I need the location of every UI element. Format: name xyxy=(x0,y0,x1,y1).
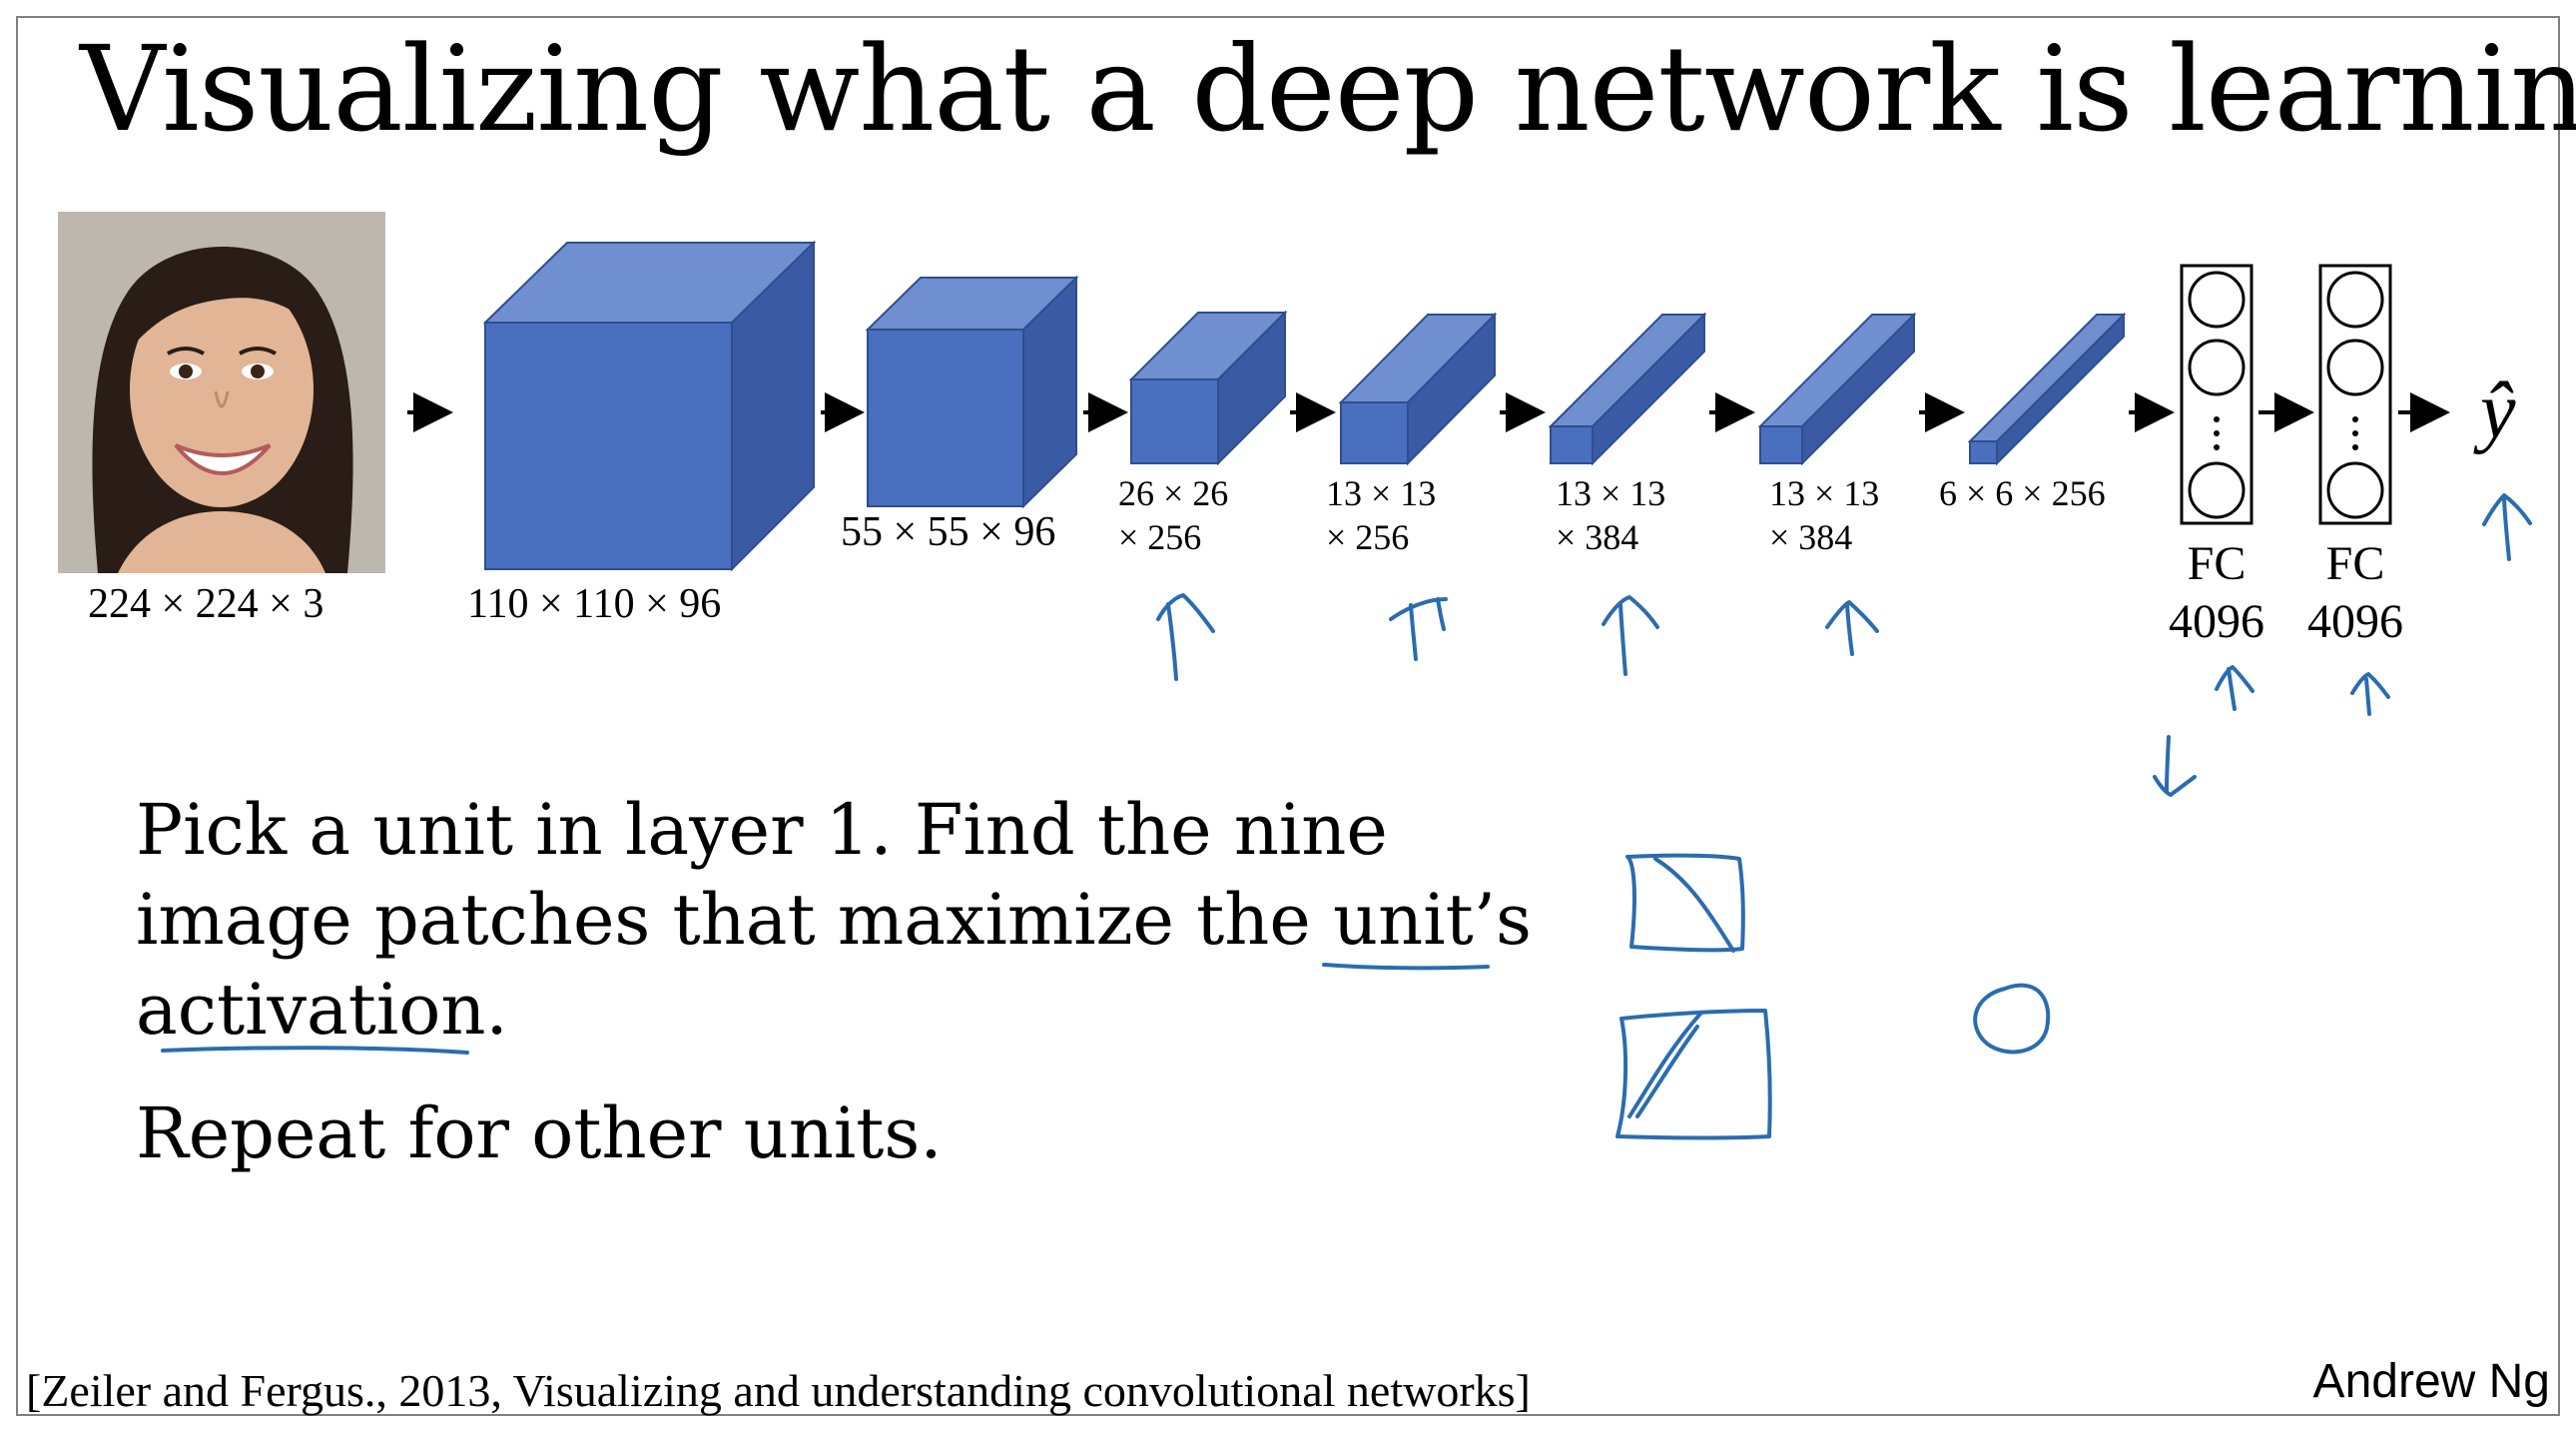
conv-volume-3 xyxy=(1128,310,1288,466)
layer-6-label-line2: × 384 xyxy=(1769,517,1853,557)
layer-3-label-line2: × 256 xyxy=(1118,517,1202,557)
conv-volume-4 xyxy=(1338,312,1498,466)
face-illustration xyxy=(58,212,385,573)
conv-volume-5 xyxy=(1548,312,1707,466)
conv-volume-1 xyxy=(482,240,817,572)
fc-1-type: FC xyxy=(2187,537,2247,590)
hand-arrow-up xyxy=(1389,597,1448,661)
fc-2-type: FC xyxy=(2325,537,2385,590)
slide-title: Visualizing what a deep network is learn… xyxy=(80,20,2576,158)
hand-arrow-up xyxy=(2350,672,2390,716)
conv-volume-6 xyxy=(1757,312,1917,466)
fc-layer-2 xyxy=(2318,264,2392,525)
layer-7-label: 6 × 6 × 256 xyxy=(1939,473,2106,513)
hand-arrow-up xyxy=(1825,600,1879,656)
hand-arrow-up xyxy=(2215,665,2254,711)
body-line-3: activation. xyxy=(136,969,508,1051)
output-y-hat: ŷ xyxy=(2480,367,2516,455)
conv-volume-7 xyxy=(1967,312,2127,466)
body-line-2: image patches that maximize the unit’s xyxy=(136,879,1532,961)
fc-1-size: 4096 xyxy=(2169,594,2264,648)
hand-arrow-up xyxy=(2482,493,2532,561)
conv-volume-2 xyxy=(865,275,1079,509)
handwritten-annotations xyxy=(161,493,2532,1140)
fc-2-label: FC 4096 xyxy=(2295,535,2415,650)
layer-4-label-line2: × 256 xyxy=(1326,517,1410,557)
layer-6-label-line1: 13 × 13 xyxy=(1769,473,1880,513)
layer-3-label-line1: 26 × 26 xyxy=(1118,473,1229,513)
hand-drawn-patch-box xyxy=(1615,1009,1772,1140)
hand-underline xyxy=(161,1046,469,1055)
layer-5-label-line2: × 384 xyxy=(1556,517,1639,557)
hand-drawn-patch-box xyxy=(1625,853,1745,953)
hand-drawn-circle xyxy=(1973,983,2051,1055)
layer-5-label-line1: 13 × 13 xyxy=(1556,473,1666,513)
body-line-4: Repeat for other units. xyxy=(136,1092,943,1174)
layer-2-label: 55 × 55 × 96 xyxy=(841,509,1056,555)
layer-1-label: 110 × 110 × 96 xyxy=(467,581,722,627)
fc-2-size: 4096 xyxy=(2307,594,2403,648)
hand-drawn-diagonal xyxy=(1653,857,1735,953)
body-line-1: Pick a unit in layer 1. Find the nine xyxy=(136,789,1388,871)
hand-arrow-up xyxy=(1602,595,1659,676)
citation: [Zeiler and Fergus., 2013, Visualizing a… xyxy=(26,1365,1531,1416)
slide-frame xyxy=(16,16,2560,1416)
author-name: Andrew Ng xyxy=(2312,1355,2550,1408)
hand-underline xyxy=(1322,963,1490,971)
fc-1-label: FC 4096 xyxy=(2157,535,2276,650)
hand-drawn-diagonal xyxy=(1627,1011,1703,1118)
hand-arrow-down xyxy=(2153,735,2197,797)
hand-arrow-up xyxy=(1156,593,1215,681)
fc-layer-1 xyxy=(2180,264,2254,525)
input-face-photo xyxy=(58,212,385,573)
input-dimension-label: 224 × 224 × 3 xyxy=(88,581,324,627)
layer-4-label-line1: 13 × 13 xyxy=(1326,473,1437,513)
